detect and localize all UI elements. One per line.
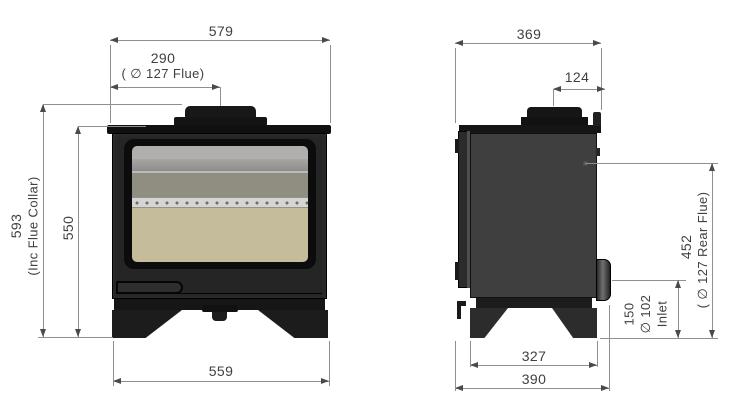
dim-label-side-leg-span: 327 (521, 348, 547, 364)
arrow-left (455, 40, 463, 46)
front-top-plate (107, 125, 331, 134)
side-rear-lip (593, 112, 601, 126)
side-rear-tick (596, 148, 600, 156)
arrow-right (593, 40, 601, 46)
ext-line (78, 126, 146, 127)
front-riddling-lever (202, 305, 238, 312)
ext-line (609, 305, 610, 391)
glass-firebrick (132, 208, 308, 262)
arrow-up (675, 280, 681, 288)
arrow-right (597, 86, 605, 92)
arrow-left (470, 362, 478, 368)
front-panel-seam (116, 293, 322, 294)
arrow-left (110, 37, 118, 43)
ext-line (329, 341, 330, 386)
dim-label-rear-flue-note: ( ∅ 127 Rear Flue) (695, 191, 710, 309)
side-inlet-spigot (596, 259, 611, 301)
dim-line-front-flue-offset (110, 87, 220, 88)
dim-label-front-height-total: 593 (8, 213, 24, 239)
glass-highlight-line (132, 171, 308, 173)
ext-line (455, 341, 456, 391)
dim-label-front-flue-offset: 290 (150, 50, 176, 66)
front-flue-collar-flange (174, 117, 267, 126)
dim-line-side-leg-span (470, 365, 597, 366)
arrow-down (709, 330, 715, 338)
arrow-right (322, 37, 330, 43)
side-front-leg (470, 308, 508, 338)
arrow-right (212, 84, 220, 90)
ext-line (601, 48, 602, 110)
side-base-plinth (476, 298, 592, 308)
dim-label-front-height-body: 550 (60, 215, 76, 241)
dim-label-side-flue-offset: 124 (564, 69, 590, 85)
side-door-hinge-bottom (455, 262, 459, 280)
arrow-down (40, 329, 46, 337)
side-rear-leg (552, 308, 597, 338)
side-door-hinge-top (455, 139, 459, 153)
ext-line-inlet-center (612, 280, 686, 281)
side-flue-collar (527, 107, 582, 118)
front-base-plinth (114, 299, 325, 310)
side-door-bracket-leg (457, 301, 461, 319)
dim-label-rear-flue-height: 452 (678, 234, 694, 260)
dim-label-front-flue-note: ( ∅ 127 Flue) (121, 66, 205, 81)
dim-line-front-height-body (78, 126, 79, 337)
ext-line (470, 341, 471, 367)
front-left-leg (112, 310, 182, 338)
side-door-strip (458, 131, 470, 288)
dim-line-front-width-top (110, 40, 330, 41)
dim-label-inlet-height: 150 (621, 302, 637, 326)
arrow-left (553, 86, 561, 92)
arrow-up (709, 163, 715, 171)
glass-firebox-band (132, 173, 308, 197)
side-door-bracket (457, 301, 466, 306)
arrow-left (113, 378, 121, 384)
dim-line-rear-flue-height (712, 163, 713, 338)
ext-line (330, 45, 331, 123)
dim-label-front-width-top: 579 (208, 23, 234, 39)
ext-line-flue-center (220, 87, 221, 106)
glass-top-band (132, 146, 308, 159)
arrow-up (40, 104, 46, 112)
arrow-up (75, 126, 81, 134)
ext-line (455, 48, 456, 123)
leader-line-rear-flue (585, 163, 718, 164)
side-top-plate (459, 125, 601, 133)
dim-label-front-width-base: 559 (208, 363, 234, 379)
front-riddling-hook (212, 312, 227, 321)
ext-line-floor (600, 338, 718, 339)
arrow-down (75, 329, 81, 337)
dim-line-front-width-base (113, 381, 329, 382)
front-right-leg (258, 310, 328, 338)
dim-line-front-height-total (43, 104, 44, 337)
ext-line (597, 341, 598, 367)
side-body (470, 133, 597, 298)
ext-line-flue-center (553, 89, 554, 106)
dim-label-inlet-diameter: ∅ 102 (638, 294, 653, 334)
front-handle-slot (116, 281, 183, 294)
dim-line-side-depth (455, 43, 601, 44)
dim-label-inlet-name: Inlet (654, 300, 670, 328)
front-flue-collar (185, 106, 256, 118)
ext-line (43, 104, 182, 105)
ext-line (113, 341, 114, 386)
dim-label-front-height-total-note: (Inc Flue Collar) (25, 176, 41, 276)
arrow-left (455, 385, 463, 391)
arrow-right (601, 385, 609, 391)
arrow-left (110, 84, 118, 90)
glass-air-strip (132, 197, 308, 208)
ext-line-floor (38, 337, 113, 338)
dim-line-side-flue-offset (553, 89, 605, 90)
front-glass (132, 146, 308, 262)
dim-line-inlet-height (678, 280, 679, 338)
dim-label-side-depth-overall: 390 (521, 371, 547, 387)
glass-baffle-band (132, 159, 308, 171)
arrow-right (589, 362, 597, 368)
dim-line-side-depth-overall (455, 388, 609, 389)
dim-label-side-depth: 369 (516, 26, 542, 42)
side-flue-collar-flange (521, 117, 588, 125)
arrow-down (675, 330, 681, 338)
arrow-right (321, 378, 329, 384)
